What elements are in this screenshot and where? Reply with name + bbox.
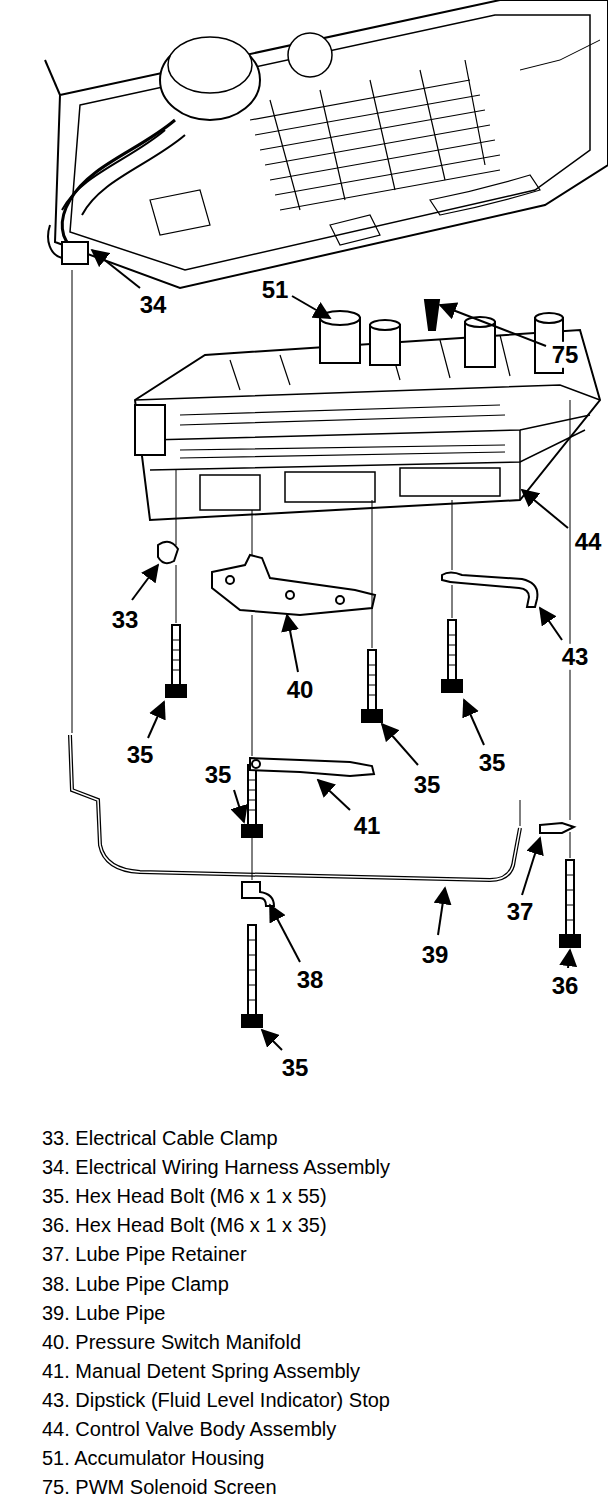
callout-number: 75 <box>550 342 581 368</box>
legend-entry: 37. Lube Pipe Retainer <box>42 1243 247 1265</box>
callout-number: 33 <box>110 607 141 633</box>
callout-number: 44 <box>573 529 604 555</box>
legend-entry: 43. Dipstick (Fluid Level Indicator) Sto… <box>42 1389 390 1411</box>
legend-entry: 33. Electrical Cable Clamp <box>42 1127 278 1149</box>
callout-number: 35 <box>477 750 508 776</box>
callout-number: 37 <box>505 899 536 925</box>
callout-number: 34 <box>138 292 169 318</box>
legend-entry: 35. Hex Head Bolt (M6 x 1 x 55) <box>42 1185 327 1207</box>
callout-number: 39 <box>420 942 451 968</box>
callout-number: 35 <box>412 772 443 798</box>
legend-entry: 34. Electrical Wiring Harness Assembly <box>42 1156 390 1178</box>
legend-entry: 40. Pressure Switch Manifold <box>42 1331 301 1353</box>
legend-entry: 39. Lube Pipe <box>42 1302 165 1324</box>
callout-number: 35 <box>203 762 234 788</box>
legend-entry: 38. Lube Pipe Clamp <box>42 1273 229 1295</box>
callout-number: 38 <box>295 967 326 993</box>
callout-number: 35 <box>280 1055 311 1081</box>
legend-entry: 51. Accumulator Housing <box>42 1447 264 1469</box>
legend-entry: 36. Hex Head Bolt (M6 x 1 x 35) <box>42 1214 327 1236</box>
callout-number: 36 <box>550 973 581 999</box>
legend-entry: 75. PWM Solenoid Screen <box>42 1476 277 1498</box>
legend-entry: 44. Control Valve Body Assembly <box>42 1418 336 1440</box>
callout-number: 51 <box>260 277 291 303</box>
callout-number: 40 <box>285 677 316 703</box>
legend-entry: 41. Manual Detent Spring Assembly <box>42 1360 360 1382</box>
callout-number: 43 <box>560 644 591 670</box>
callout-number: 41 <box>352 813 383 839</box>
callout-number: 35 <box>125 742 156 768</box>
